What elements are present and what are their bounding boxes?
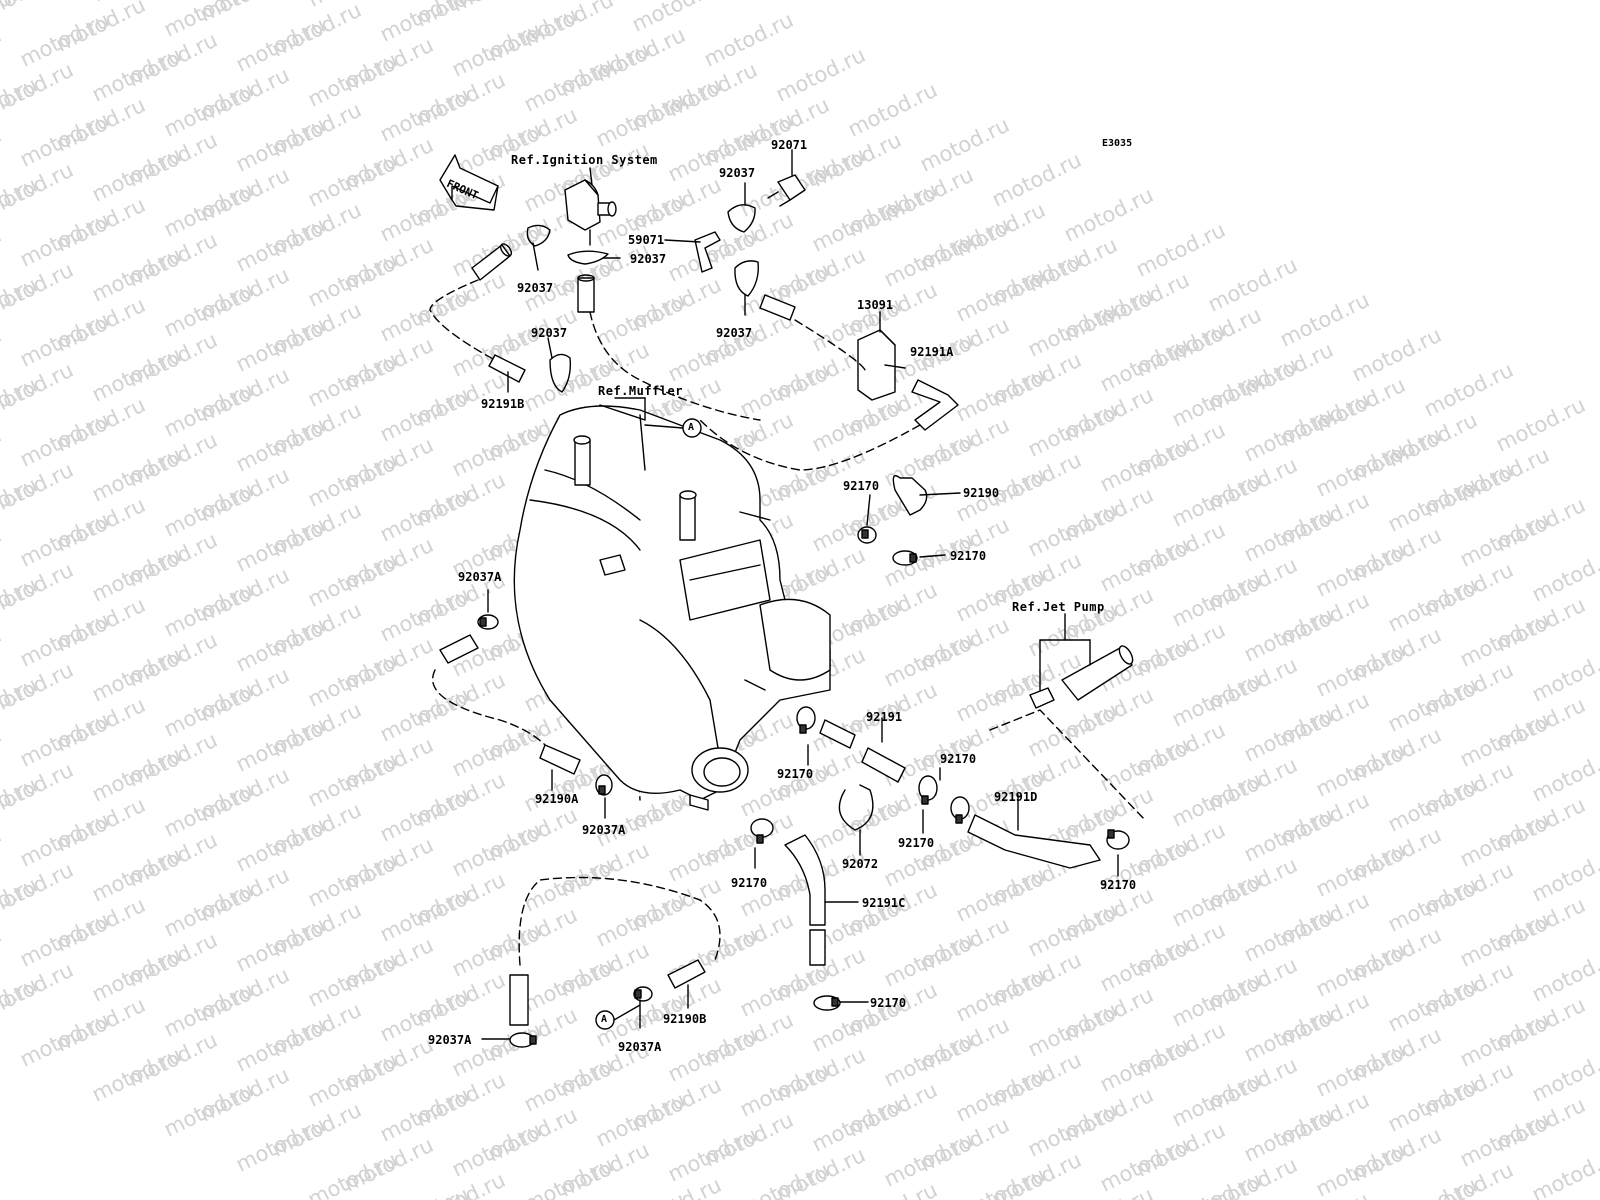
part-number: 92170 bbox=[898, 836, 935, 850]
jet-pump-fitting-icon bbox=[1029, 645, 1134, 709]
ref-muffler: Ref.Muffler bbox=[598, 384, 683, 398]
part-number: 92191B bbox=[481, 397, 525, 411]
ref-jet-pump: Ref.Jet Pump bbox=[1012, 600, 1105, 614]
part-number: 92037 bbox=[630, 252, 667, 266]
part-number: 92037A bbox=[618, 1040, 662, 1054]
part-number: 92170 bbox=[777, 767, 814, 781]
part-number: 92037 bbox=[716, 326, 753, 340]
hose-icon bbox=[471, 243, 513, 281]
hose-icon bbox=[819, 719, 856, 749]
part-number: 92037 bbox=[531, 326, 568, 340]
ref-ignition-system: Ref.Ignition System bbox=[511, 153, 658, 167]
hose-clamp-icon bbox=[892, 550, 918, 566]
part-number: 92071 bbox=[771, 138, 808, 152]
part-number: 92190B bbox=[663, 1012, 707, 1026]
part-number: 92037A bbox=[458, 570, 502, 584]
part-number: 92170 bbox=[843, 479, 880, 493]
band-clamp-icon bbox=[838, 784, 874, 831]
hose-clamp-icon bbox=[1106, 829, 1130, 850]
part-number: 92037 bbox=[517, 281, 554, 295]
hose-icon bbox=[861, 747, 906, 783]
diagram-code: E3035 bbox=[1102, 138, 1133, 149]
hose-icon bbox=[667, 959, 706, 989]
circlip-icon bbox=[734, 260, 759, 297]
part-number: 92170 bbox=[731, 876, 768, 890]
hose-clamp-icon bbox=[750, 818, 774, 844]
part-number: 92191C bbox=[862, 896, 906, 910]
part-number: 59071 bbox=[628, 233, 665, 247]
part-number: 92170 bbox=[870, 996, 907, 1010]
callout-a-label: A bbox=[601, 1014, 608, 1025]
part-number: 13091 bbox=[857, 298, 894, 312]
part-number: 92037A bbox=[582, 823, 626, 837]
part-number: 92170 bbox=[1100, 878, 1137, 892]
hose-icon bbox=[892, 475, 928, 516]
circlip-icon bbox=[549, 353, 572, 393]
part-number: 92190A bbox=[535, 792, 579, 806]
hose-icon bbox=[488, 354, 526, 383]
circlip-icon bbox=[526, 224, 551, 247]
hose-clamp-icon bbox=[918, 775, 938, 805]
part-number: 92170 bbox=[950, 549, 987, 563]
hose-icon bbox=[967, 814, 1101, 869]
hose-clamp-icon bbox=[857, 526, 877, 544]
hose-clamp-icon bbox=[595, 774, 613, 796]
part-number: 92037A bbox=[428, 1033, 472, 1047]
part-number: 92191D bbox=[994, 790, 1038, 804]
circlip-icon bbox=[727, 204, 756, 233]
part-number: 92170 bbox=[940, 752, 977, 766]
part-number: 92072 bbox=[842, 857, 879, 871]
front-arrow-icon bbox=[439, 154, 499, 211]
ignition-sensor-icon bbox=[564, 179, 617, 246]
part-number: 92191 bbox=[866, 710, 903, 724]
front-arrow-label: FRONT bbox=[444, 177, 481, 203]
hose-icon bbox=[539, 744, 581, 775]
circlip-icon bbox=[567, 250, 609, 265]
hose-clamp-icon bbox=[633, 986, 653, 1002]
part-number: 92191A bbox=[910, 345, 954, 359]
engine-body-icon bbox=[513, 405, 831, 811]
fitting-icon bbox=[767, 174, 806, 207]
hose-clamp-icon bbox=[509, 1032, 537, 1048]
hose-clamp-icon bbox=[950, 796, 970, 824]
hose-icon bbox=[439, 634, 479, 664]
hose-icon bbox=[509, 974, 529, 1026]
callout-a-label: A bbox=[688, 422, 695, 433]
part-number: 92037 bbox=[719, 166, 756, 180]
hose-icon bbox=[784, 834, 826, 926]
hose-icon bbox=[577, 274, 595, 313]
hose-icon bbox=[759, 294, 796, 321]
elbow-fitting-icon bbox=[694, 231, 721, 273]
hose-clamp-icon bbox=[796, 706, 816, 734]
hose-clamp-icon bbox=[813, 995, 841, 1011]
hose-icon bbox=[809, 929, 826, 966]
hose-clamp-icon bbox=[477, 614, 499, 630]
part-number: 92190 bbox=[963, 486, 1000, 500]
